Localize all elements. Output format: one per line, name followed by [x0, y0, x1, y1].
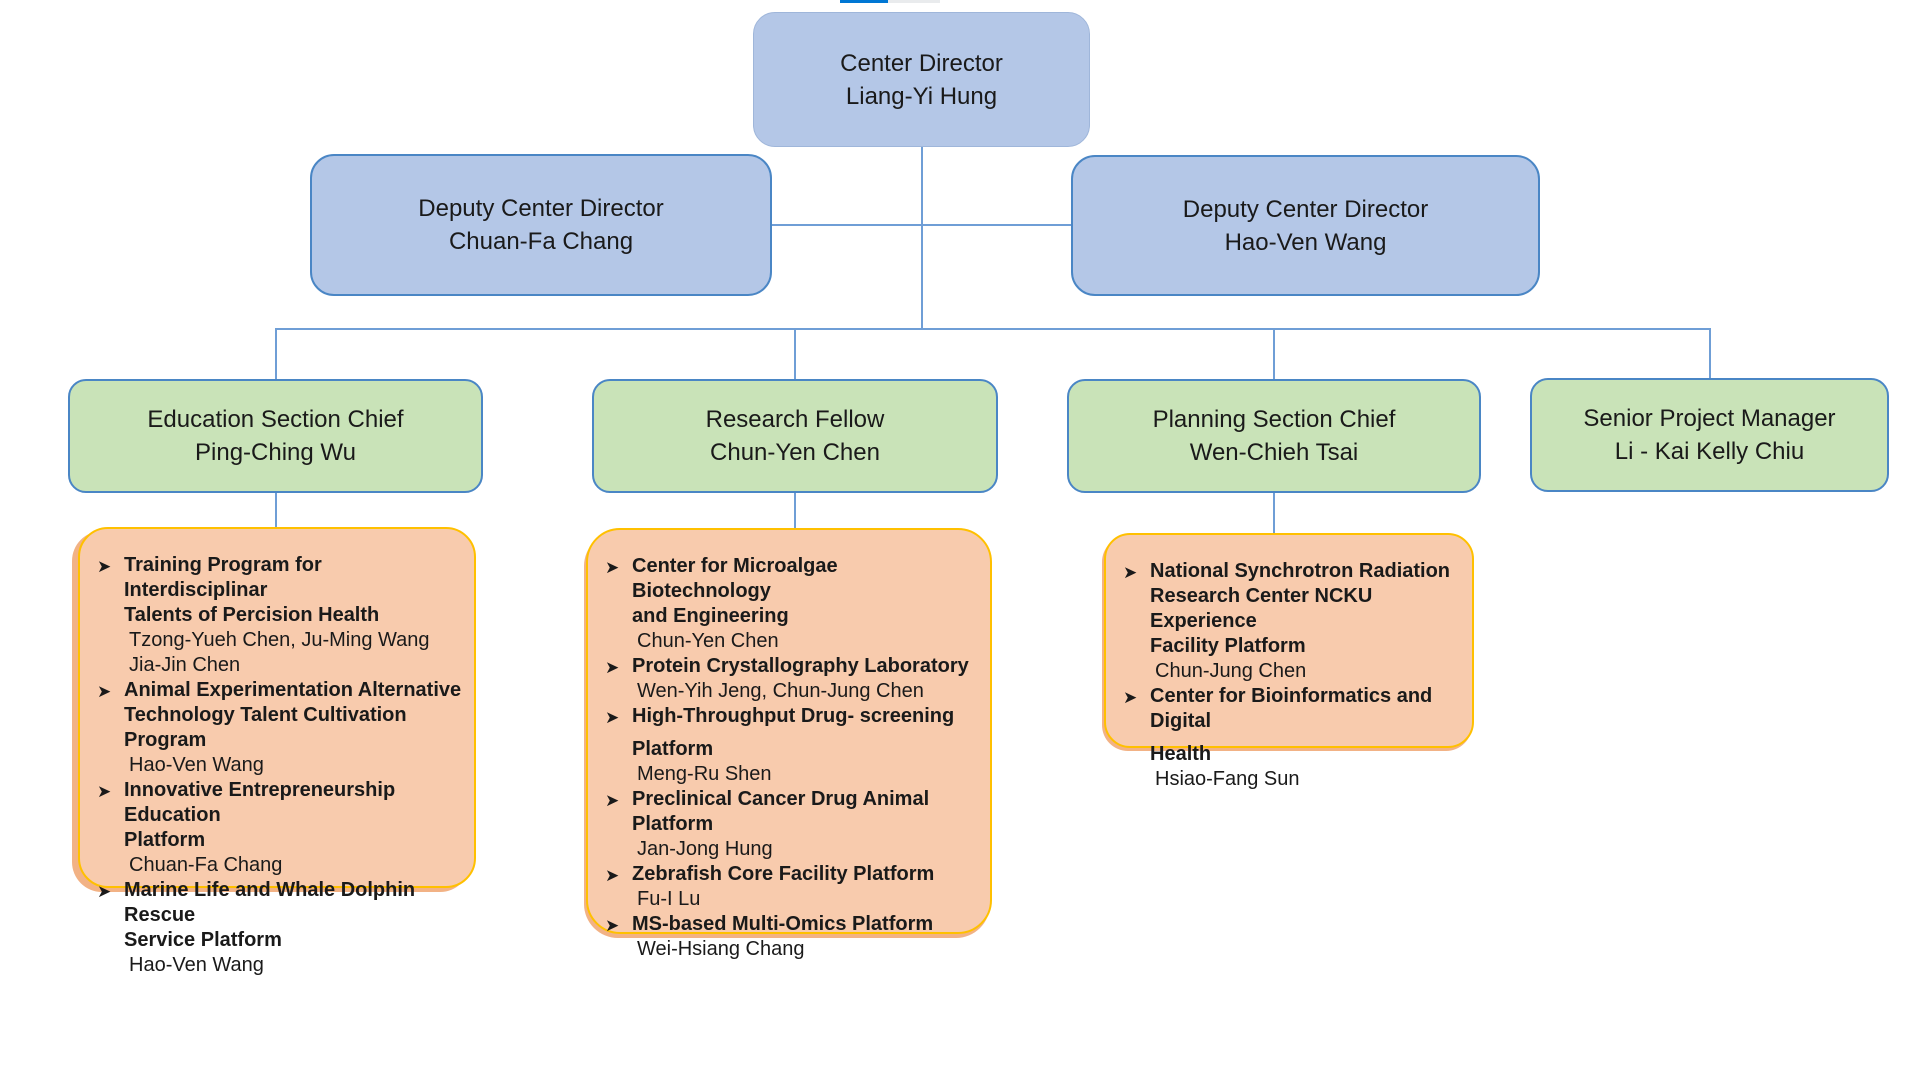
node-research-fellow: Research Fellow Chun-Yen Chen	[592, 379, 998, 493]
person-name: Chuan-Fa Chang	[129, 854, 283, 876]
person-name: Chun-Jung Chen	[1155, 660, 1307, 682]
node-title: Deputy Center Director	[1182, 195, 1429, 223]
node-deputy-director-2: Deputy Center Director Hao-Ven Wang	[1071, 155, 1540, 296]
platform-title-line: Platform	[632, 738, 714, 760]
platform-title-line: and Engineering	[632, 605, 789, 627]
node-person: Wen-Chieh Tsai	[1189, 439, 1359, 466]
arrow-bullet-icon: ➤	[605, 916, 620, 935]
node-education-section-chief: Education Section Chief Ping-Ching Wu	[68, 379, 483, 493]
connector-drop-planning	[1273, 329, 1275, 379]
node-title: Education Section Chief	[147, 406, 404, 433]
platform-item: ➤Preclinical Cancer Drug Animal Platform…	[604, 787, 978, 862]
node-person: Ping-Ching Wu	[195, 439, 356, 466]
arrow-bullet-icon: ➤	[605, 558, 620, 577]
platform-title-line: Facility Platform	[1150, 635, 1306, 657]
connector-deputies-horizontal	[772, 224, 1072, 226]
arrow-bullet-icon: ➤	[97, 557, 112, 576]
connector-bus-horizontal	[275, 328, 1711, 330]
node-title: Planning Section Chief	[1152, 406, 1396, 433]
platform-title-line: Platform	[124, 829, 206, 851]
node-person: Liang-Yi Hung	[845, 82, 998, 110]
arrow-bullet-icon: ➤	[605, 791, 620, 810]
person-name: Hsiao-Fang Sun	[1155, 768, 1300, 790]
platform-title-line: ➤Preclinical Cancer Drug Animal Platform	[605, 788, 930, 835]
platform-title-line: ➤National Synchrotron Radiation	[1122, 559, 1460, 584]
panel-research-platforms: ➤Center for Microalgae Biotechnology and …	[586, 528, 992, 960]
arrow-bullet-icon: ➤	[1123, 563, 1138, 582]
arrow-bullet-icon: ➤	[97, 682, 112, 701]
arrow-bullet-icon: ➤	[605, 658, 620, 677]
platform-title-line: Research Center NCKU Experience	[1150, 585, 1373, 632]
node-title: Senior Project Manager	[1583, 405, 1836, 432]
platform-title-line: ➤Animal Experimentation Alternative	[96, 678, 462, 703]
top-blue-bar	[840, 0, 888, 3]
platform-title-line: Talents of Percision Health	[124, 604, 380, 626]
node-title: Deputy Center Director	[418, 195, 664, 222]
node-person: Li - Kai Kelly Chiu	[1614, 438, 1805, 465]
platform-title-line: ➤Center for Microalgae Biotechnology	[605, 555, 838, 602]
platform-title-line: ➤MS-based Multi-Omics Platform	[604, 912, 978, 937]
connector-planning-panel	[1273, 493, 1275, 534]
connector-research-panel	[794, 493, 796, 529]
platform-title-line: ➤Marine Life and Whale Dolphin Rescue	[97, 879, 416, 926]
person-name: Hao-Ven Wang	[129, 754, 264, 776]
platform-title-line: Technology Talent Cultivation Program	[124, 704, 407, 751]
person-name: Meng-Ru Shen	[637, 763, 772, 785]
platform-title-line: ➤High-Throughput Drug- screening	[604, 704, 978, 729]
arrow-bullet-icon: ➤	[97, 782, 112, 801]
person-name: Tzong-Yueh Chen, Ju-Ming Wang	[129, 629, 430, 651]
node-center-director: Center Director Liang-Yi Hung	[753, 12, 1090, 147]
arrow-bullet-icon: ➤	[605, 866, 620, 885]
node-title: Center Director	[840, 49, 1003, 77]
connector-drop-senior	[1709, 329, 1711, 379]
arrow-bullet-icon: ➤	[605, 708, 620, 727]
platform-title-line: ➤Center for Bioinformatics and Digital	[1123, 685, 1433, 732]
connector-drop-research	[794, 329, 796, 379]
connector-drop-education	[275, 329, 277, 379]
person-name: Jia-Jin Chen	[129, 654, 241, 676]
person-name: Hao-Ven Wang	[129, 954, 264, 976]
node-person: Hao-Ven Wang	[1224, 228, 1387, 256]
node-planning-section-chief: Planning Section Chief Wen-Chieh Tsai	[1067, 379, 1481, 493]
platform-title-line: Health	[1150, 743, 1212, 765]
platform-title-line: ➤Zebrafish Core Facility Platform	[604, 862, 978, 887]
connector-education-panel	[275, 493, 277, 528]
person-name: Wen-Yih Jeng, Chun-Jung Chen	[637, 680, 924, 702]
node-person: Chuan-Fa Chang	[448, 228, 634, 255]
node-deputy-director-1: Deputy Center Director Chuan-Fa Chang	[310, 154, 772, 296]
platform-item: ➤Center for Microalgae Biotechnology and …	[604, 554, 978, 654]
person-name: Chun-Yen Chen	[637, 630, 779, 652]
person-name: Jan-Jong Hung	[637, 838, 773, 860]
top-gray-bar	[888, 0, 940, 3]
platform-title-line: ➤Protein Crystallography Laboratory	[604, 654, 978, 679]
node-title: Research Fellow	[705, 406, 885, 433]
connector-root-vertical	[921, 147, 923, 330]
person-name: Fu-I Lu	[637, 888, 701, 910]
arrow-bullet-icon: ➤	[97, 882, 112, 901]
node-person: Chun-Yen Chen	[710, 439, 880, 466]
person-name: Wei-Hsiang Chang	[637, 938, 805, 960]
platform-title-line: ➤Innovative Entrepreneurship Education	[97, 779, 396, 826]
platform-title-line: Service Platform	[124, 929, 282, 951]
arrow-bullet-icon: ➤	[1123, 688, 1138, 707]
platform-title-line: ➤Training Program for Interdisciplinar	[97, 554, 322, 601]
node-senior-project-manager: Senior Project Manager Li - Kai Kelly Ch…	[1530, 378, 1889, 492]
